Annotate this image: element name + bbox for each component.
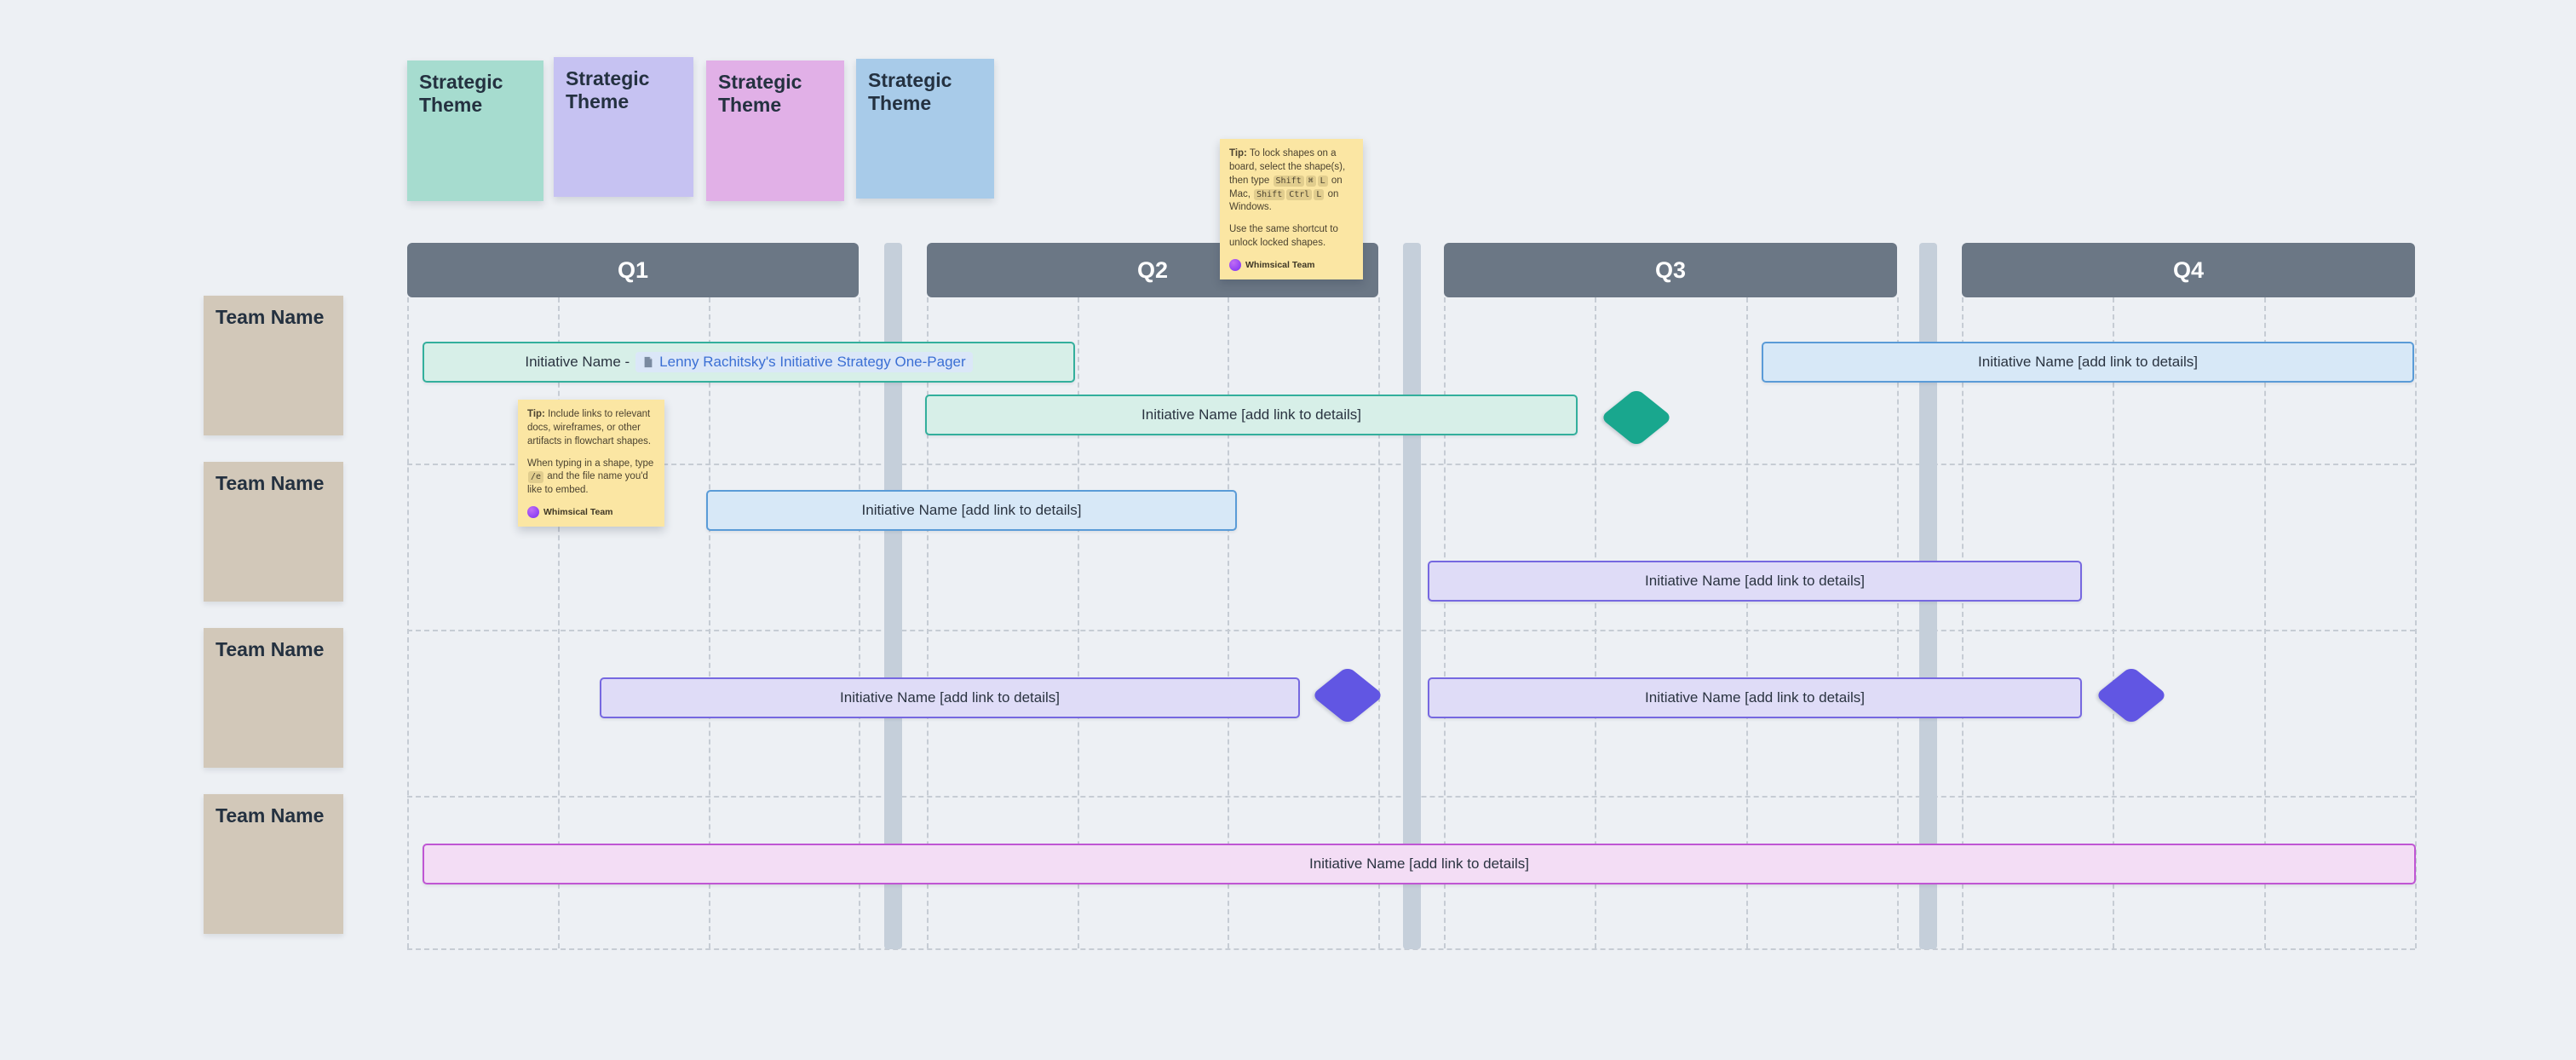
tip-note-lock-shapes[interactable]: Tip: To lock shapes on a board, select t… (1220, 139, 1363, 279)
tip-note-links[interactable]: Tip: Include links to relevant docs, wir… (518, 400, 664, 527)
key-shift: Shift (1254, 188, 1285, 201)
key-ctrl: Ctrl (1286, 188, 1313, 201)
initiative-bar-row4[interactable]: Initiative Name [add link to details] (423, 844, 2416, 884)
team-box-3[interactable]: Team Name (204, 628, 343, 768)
grid-line-vertical (558, 297, 560, 948)
team-box-2[interactable]: Team Name (204, 462, 343, 602)
quarter-separator (884, 243, 902, 949)
sticky-label: Strategic Theme (718, 71, 802, 116)
initiative-link[interactable]: Lenny Rachitsky's Initiative Strategy On… (635, 352, 973, 372)
team-label: Team Name (216, 638, 325, 660)
quarter-header-q3[interactable]: Q3 (1444, 243, 1897, 297)
team-box-4[interactable]: Team Name (204, 794, 343, 934)
document-icon (644, 356, 653, 368)
grid-line-vertical (1378, 297, 1380, 948)
sticky-label: Strategic Theme (419, 71, 503, 116)
initiative-bar-q1-row1[interactable]: Initiative Name - Lenny Rachitsky's Init… (423, 342, 1075, 383)
note-author: Whimsical Team (1229, 259, 1354, 272)
note-author: Whimsical Team (527, 506, 655, 519)
grid-line-vertical (709, 297, 710, 948)
key-shift: Shift (1273, 175, 1304, 187)
milestone-diamond[interactable] (1311, 665, 1384, 725)
grid-line-vertical (1595, 297, 1596, 948)
quarter-header-q1[interactable]: Q1 (407, 243, 859, 297)
initiative-bar-q3-row3[interactable]: Initiative Name [add link to details] (1428, 677, 2082, 718)
grid-line-vertical (2415, 297, 2417, 948)
initiative-label: Initiative Name [add link to details] (1309, 855, 1529, 872)
grid-line-vertical (1746, 297, 1748, 948)
team-label: Team Name (216, 472, 325, 494)
whimsical-team-avatar (527, 506, 539, 519)
initiative-label: Initiative Name [add link to details] (1141, 406, 1361, 423)
grid-line-vertical (1962, 297, 1964, 948)
initiative-label: Initiative Name [add link to details] (840, 689, 1060, 706)
strategic-theme-sticky[interactable]: Strategic Theme (554, 57, 693, 197)
quarter-header-q4[interactable]: Q4 (1962, 243, 2415, 297)
sticky-label: Strategic Theme (566, 67, 650, 112)
initiative-label: Initiative Name [add link to details] (1978, 354, 2198, 370)
quarter-label: Q3 (1654, 256, 1687, 283)
team-box-1[interactable]: Team Name (204, 296, 343, 435)
milestone-diamond[interactable] (2095, 665, 2168, 725)
key-cmd: ⌘ (1305, 175, 1316, 187)
initiative-link-label: Lenny Rachitsky's Initiative Strategy On… (659, 354, 966, 370)
grid-line-vertical (2264, 297, 2266, 948)
quarter-label: Q1 (617, 256, 649, 283)
author-label: Whimsical Team (543, 507, 613, 518)
tip-text: When typing in a shape, type /e and the … (527, 458, 654, 496)
initiative-label: Initiative Name [add link to details] (1645, 689, 1865, 706)
key-l: L (1317, 175, 1328, 187)
key-l: L (1314, 188, 1325, 201)
initiative-bar-q1q2-row3[interactable]: Initiative Name [add link to details] (600, 677, 1300, 718)
initiative-bar-q3-row2[interactable]: Initiative Name [add link to details] (1428, 561, 2082, 602)
initiative-bar-q1q2-row2[interactable]: Initiative Name [add link to details] (706, 490, 1237, 531)
sticky-label: Strategic Theme (868, 69, 952, 114)
grid-line-vertical (407, 297, 409, 948)
tip-text: Tip: Include links to relevant docs, wir… (527, 409, 652, 446)
initiative-label: Initiative Name [add link to details] (1645, 573, 1865, 589)
strategic-theme-sticky[interactable]: Strategic Theme (706, 60, 844, 201)
author-label: Whimsical Team (1245, 260, 1315, 271)
quarter-label: Q4 (2172, 256, 2205, 283)
tip-text: Use the same shortcut to unlock locked s… (1229, 224, 1338, 249)
initiative-bar-q2-row1[interactable]: Initiative Name [add link to details] (925, 395, 1578, 435)
grid-line-horizontal (407, 948, 2415, 950)
quarter-label: Q2 (1136, 256, 1169, 283)
grid-line-vertical (1897, 297, 1899, 948)
strategic-theme-sticky[interactable]: Strategic Theme (856, 59, 994, 199)
grid-line-vertical (2113, 297, 2114, 948)
milestone-diamond[interactable] (1600, 388, 1673, 447)
grid-line-vertical (927, 297, 929, 948)
key-embed-command: /e (528, 471, 544, 483)
strategic-theme-sticky[interactable]: Strategic Theme (407, 60, 543, 201)
team-label: Team Name (216, 306, 325, 328)
grid-line-vertical (859, 297, 860, 948)
grid-line-vertical (1444, 297, 1446, 948)
initiative-bar-q4-row1[interactable]: Initiative Name [add link to details] (1762, 342, 2414, 383)
whimsical-team-avatar (1229, 259, 1241, 272)
tip-text: Tip: To lock shapes on a board, select t… (1229, 148, 1346, 213)
initiative-label: Initiative Name [add link to details] (861, 502, 1082, 518)
grid-line-vertical (1078, 297, 1079, 948)
grid-line-vertical (1228, 297, 1229, 948)
initiative-label: Initiative Name - (525, 354, 630, 370)
team-label: Team Name (216, 804, 325, 827)
